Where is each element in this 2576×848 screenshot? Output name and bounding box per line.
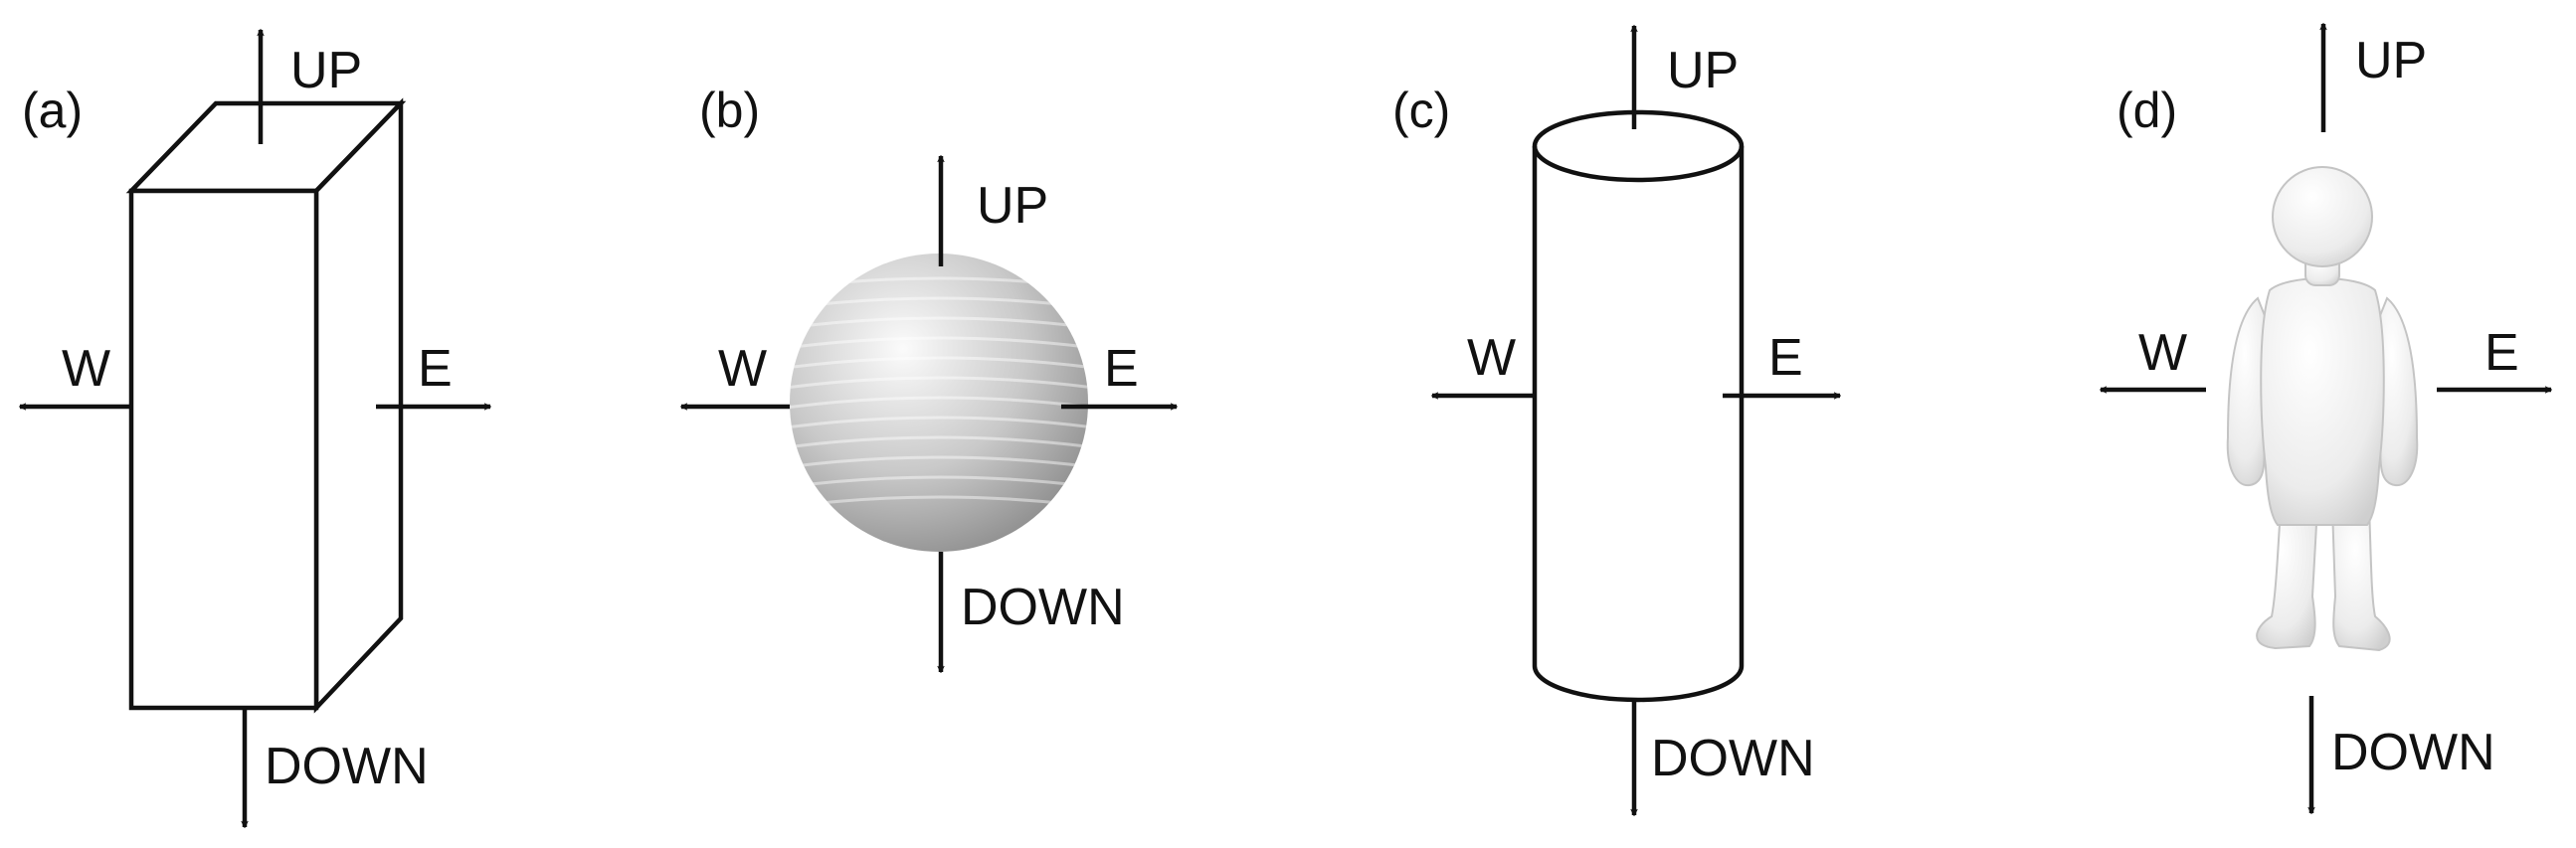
panel-label-b: (b) (699, 83, 760, 138)
sphere (790, 254, 1088, 552)
label-up-c: UP (1667, 42, 1739, 99)
panel-a: (a) UP DOWN W E (20, 30, 490, 827)
panel-label-c: (c) (1392, 83, 1450, 138)
panel-c: (c) UP DOWN W E (1392, 26, 1840, 815)
label-west-c: W (1467, 329, 1516, 387)
box-front-face (128, 188, 319, 711)
figure-head (2272, 166, 2373, 267)
label-down-a: DOWN (265, 738, 429, 795)
label-up-b: UP (977, 177, 1048, 235)
label-west-b: W (718, 340, 767, 398)
panel-d: (d) UP DOWN W E (2101, 24, 2551, 813)
label-east-c: E (1768, 329, 1803, 387)
label-west-d: W (2138, 324, 2187, 382)
label-west-a: W (62, 340, 110, 398)
label-down-c: DOWN (1651, 730, 1815, 787)
rectangular-box (125, 97, 407, 714)
label-east-d: E (2484, 324, 2519, 382)
cylinder-body (1532, 146, 1745, 703)
figure-right-arm (2373, 296, 2419, 487)
figure-left-arm (2226, 296, 2272, 487)
label-east-b: E (1104, 340, 1139, 398)
cylinder (1532, 109, 1745, 703)
label-up-a: UP (290, 42, 362, 99)
figure-right-leg (2330, 506, 2391, 652)
figure-torso (2260, 277, 2385, 526)
panel-label-a: (a) (22, 83, 83, 138)
cylinder-top (1532, 109, 1745, 183)
figure-left-leg (2256, 506, 2319, 650)
label-up-d: UP (2355, 32, 2427, 89)
label-east-a: E (418, 340, 453, 398)
panel-b: (b) UP DOWN W E (681, 83, 1177, 672)
label-down-b: DOWN (961, 579, 1125, 636)
human-figure (2226, 166, 2419, 652)
panel-label-d: (d) (2116, 83, 2177, 138)
label-down-d: DOWN (2331, 724, 2495, 781)
sphere-body (790, 254, 1088, 552)
